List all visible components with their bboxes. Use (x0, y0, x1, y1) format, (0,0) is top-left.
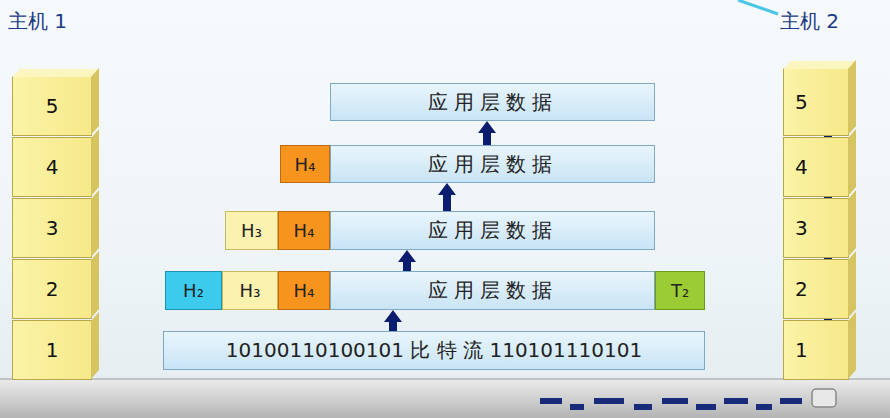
layer-box: 5 (783, 68, 849, 136)
layer-number: 5 (46, 94, 59, 118)
layer-box: 5 (12, 76, 92, 136)
layer-number: 1 (46, 338, 59, 362)
layer-box: 1 (12, 320, 92, 380)
up-arrow (438, 183, 456, 211)
header-box: H₄ (278, 211, 330, 250)
data-box: 应用层数据 (330, 145, 655, 183)
box-text: H₄ (294, 220, 315, 241)
data-box: 应用层数据 (330, 271, 655, 310)
header-box: H₂ (165, 271, 222, 310)
box-text: 10100110100101 比 特 流 110101110101 (226, 337, 642, 364)
header-box: H₄ (280, 145, 330, 183)
layer-box: 4 (783, 137, 849, 197)
pointer-line (738, 0, 778, 14)
layer-number: 3 (46, 216, 59, 240)
layer-number: 1 (795, 338, 808, 362)
data-box: 应用层数据 (330, 83, 655, 121)
box-text: H₃ (241, 220, 262, 241)
layer-box: 2 (783, 259, 849, 319)
up-arrow (398, 250, 416, 271)
bitstream-box: 10100110100101 比 特 流 110101110101 (163, 331, 705, 370)
layer-number: 5 (795, 90, 808, 114)
layer-number: 4 (46, 155, 59, 179)
box-text: T₂ (671, 280, 689, 301)
layer-number: 4 (795, 155, 808, 179)
layer-number: 2 (46, 277, 59, 301)
host-label: 主机 2 (780, 8, 839, 35)
layer-number: 2 (795, 277, 808, 301)
data-box: 应用层数据 (330, 211, 655, 250)
layer-box: 3 (783, 198, 849, 258)
ground (0, 379, 890, 418)
layer-box: 2 (12, 259, 92, 319)
box-text: H₄ (295, 154, 316, 175)
video-icon (812, 389, 836, 407)
box-text: H₃ (240, 280, 261, 301)
box-text: 应用层数据 (428, 89, 558, 116)
box-text: 应用层数据 (428, 151, 558, 178)
up-arrow (478, 121, 496, 145)
trailer-box: T₂ (655, 271, 705, 310)
up-arrow (384, 310, 402, 331)
dash-pattern (540, 398, 802, 410)
box-text: H₂ (183, 280, 204, 301)
box-text: H₄ (294, 280, 315, 301)
header-box: H₃ (225, 211, 278, 250)
host-label: 主机 1 (8, 8, 67, 35)
header-box: H₄ (278, 271, 330, 310)
header-box: H₃ (222, 271, 278, 310)
layer-box: 1 (783, 320, 849, 380)
layer-box: 4 (12, 137, 92, 197)
layer-number: 3 (795, 216, 808, 240)
box-text: 应用层数据 (428, 277, 558, 304)
layer-box: 3 (12, 198, 92, 258)
box-text: 应用层数据 (428, 217, 558, 244)
ground-edge (0, 379, 890, 380)
